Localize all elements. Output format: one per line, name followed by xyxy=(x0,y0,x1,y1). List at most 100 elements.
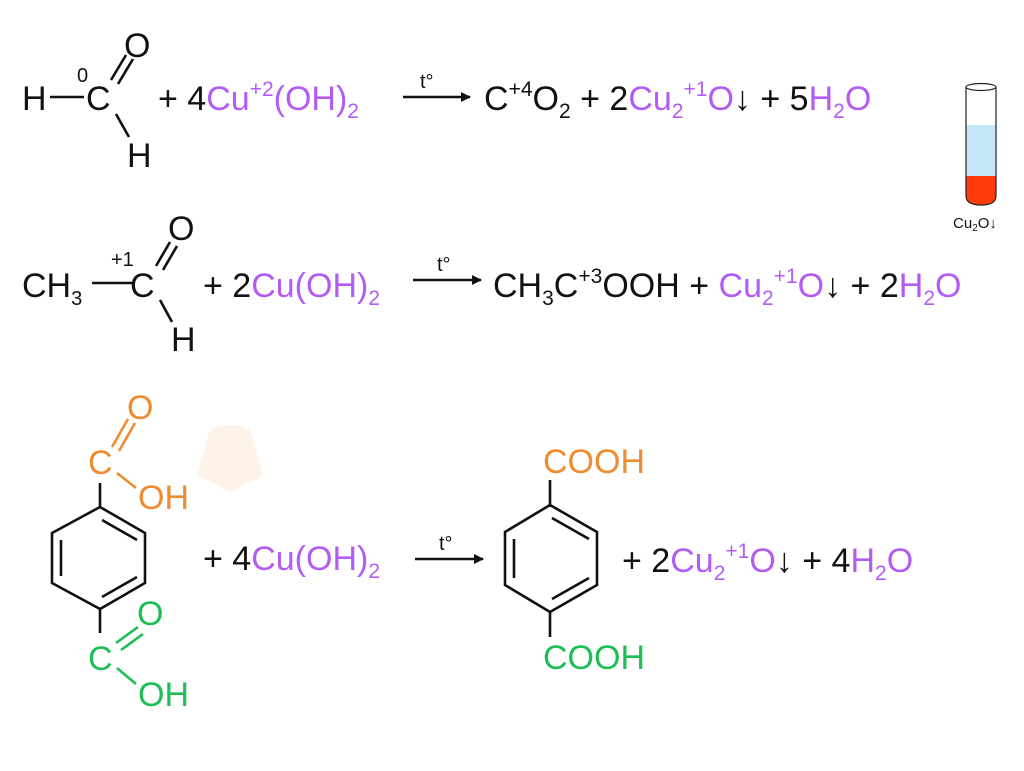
formula-text: O xyxy=(533,80,559,118)
products-formula: C+4O2 + 2Cu2+1O↓ + 5H2O xyxy=(484,78,871,123)
condition-label: t° xyxy=(439,533,453,555)
bond-c-h xyxy=(158,299,174,323)
formula-text: CH xyxy=(493,267,542,305)
formula-text: ↓ xyxy=(734,80,751,118)
superscript: +3 xyxy=(578,265,602,288)
oxidation-state: 0 xyxy=(77,65,88,87)
tube-precipitate xyxy=(966,176,996,205)
superscript: +1 xyxy=(683,78,707,101)
atom-o-top: O xyxy=(127,389,153,427)
double-bond-top-a xyxy=(110,418,130,448)
reaction-1: H 0 C O H + 4Cu+2(OH)2 t° C+4O2 + 2Cu2+1… xyxy=(22,27,871,175)
ring-double-bond xyxy=(101,575,138,599)
formula-text: + 4 xyxy=(793,542,851,580)
formula-text: Cu(OH) xyxy=(251,540,368,578)
benzene-ring-right xyxy=(503,503,599,614)
atom-o-bottom: O xyxy=(137,595,163,633)
formula-text: OOH + xyxy=(602,267,718,305)
product-cooh-bottom: COOH xyxy=(543,639,645,677)
subscript: 2 xyxy=(368,560,380,583)
formula-text: O xyxy=(749,542,775,580)
atom-oh-bottom: OH xyxy=(138,676,189,714)
subscript: 2 xyxy=(762,287,774,310)
double-bond-a xyxy=(109,54,128,81)
formula-text: (OH) xyxy=(274,80,348,118)
superscript: +4 xyxy=(509,78,533,101)
formula-text: O↓ xyxy=(978,215,997,232)
reagent-formula: + 2Cu(OH)2 xyxy=(203,267,380,310)
atom-oh-top: OH xyxy=(138,479,189,517)
formula-text: Cu xyxy=(206,80,249,118)
formula-text: + 4 xyxy=(158,80,206,118)
formula-text: C xyxy=(484,80,509,118)
formula-text: + 2 xyxy=(571,80,629,118)
formula-text: O xyxy=(887,542,913,580)
ring-double-bond xyxy=(551,516,590,541)
atom-h-left: H xyxy=(22,80,47,118)
formula-text: + 2 xyxy=(203,267,251,305)
bond-c-oh-bottom xyxy=(116,667,137,685)
tube-rim xyxy=(965,82,997,92)
reagent-formula: + 4Cu+2(OH)2 xyxy=(158,78,359,123)
bond-c-oh-top xyxy=(116,471,137,490)
formula-text: + 5 xyxy=(751,80,809,118)
subscript: 2 xyxy=(347,100,359,123)
formula-text: Cu xyxy=(628,80,671,118)
subscript: 2 xyxy=(559,100,571,123)
formula-text: O xyxy=(798,267,824,305)
subscript: 3 xyxy=(542,287,554,310)
formula-text: C xyxy=(554,267,579,305)
product-cooh-top: COOH xyxy=(543,443,645,481)
formula-text: Cu xyxy=(719,267,762,305)
ring-double-bond xyxy=(551,576,590,601)
formula-text: H xyxy=(809,80,834,118)
double-bond-b xyxy=(116,58,135,85)
atom-c-top: C xyxy=(88,444,113,482)
test-tube-illustration: Cu2O↓ xyxy=(953,82,997,234)
condition-label: t° xyxy=(437,254,451,276)
reagent-formula: + 4Cu(OH)2 xyxy=(203,540,380,583)
reaction-3: C O OH C O OH + 4Cu(OH)2 t° COOH COOH + … xyxy=(50,389,913,714)
tube-liquid xyxy=(966,125,996,176)
double-bond-bottom-b xyxy=(120,632,144,652)
subscript: 2 xyxy=(833,100,845,123)
atom-c-bottom: C xyxy=(88,640,113,678)
superscript: +2 xyxy=(250,78,274,101)
formula-text: O xyxy=(845,80,871,118)
condition-label: t° xyxy=(420,71,434,93)
products-formula: CH3C+3OOH + Cu2+1O↓ + 2H2O xyxy=(493,265,961,310)
subscript: 2 xyxy=(672,100,684,123)
atom-o: O xyxy=(168,210,194,248)
double-bond-a xyxy=(154,241,172,267)
formula-text: + 2 xyxy=(841,267,899,305)
subscript: 2 xyxy=(875,562,887,585)
ch-text: CH xyxy=(22,267,71,305)
double-bond-b xyxy=(161,245,179,271)
superscript: +1 xyxy=(725,540,749,563)
tube-label: Cu2O↓ xyxy=(953,215,997,234)
oxidation-state: +1 xyxy=(111,249,134,271)
reaction-2: CH3 +1 C O H + 2Cu(OH)2 t° CH3C+3OOH + C… xyxy=(22,210,961,359)
formula-text: H xyxy=(899,267,924,305)
double-bond-bottom-a xyxy=(115,625,139,645)
subscript: 2 xyxy=(714,562,726,585)
formula-text: ↓ xyxy=(824,267,841,305)
formula-text: O xyxy=(935,267,961,305)
subscript: 2 xyxy=(972,223,978,234)
atom-o: O xyxy=(124,27,150,65)
ch3-subscript: 3 xyxy=(71,288,82,310)
bond-c-h xyxy=(114,113,131,138)
atom-ch3: CH3 xyxy=(22,267,82,310)
formula-text: O xyxy=(707,80,733,118)
subscript: 2 xyxy=(923,287,935,310)
subscript: 2 xyxy=(368,287,380,310)
formula-text: Cu xyxy=(953,215,972,232)
atom-c: C xyxy=(130,267,155,305)
atom-c: C xyxy=(86,80,111,118)
benzene-ring-left xyxy=(50,505,147,611)
products-formula: + 2Cu2+1O↓ + 4H2O xyxy=(622,540,913,585)
formula-text: Cu(OH) xyxy=(251,267,368,305)
double-bond-top-b xyxy=(117,422,137,452)
formula-text: + 2 xyxy=(622,542,670,580)
